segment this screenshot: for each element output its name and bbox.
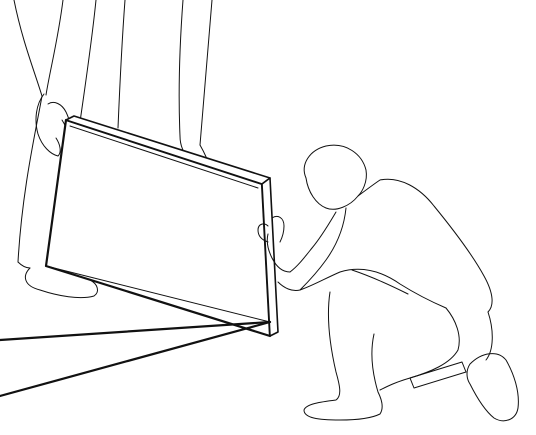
- kneeling-person-torso: [300, 269, 446, 308]
- kneeling-person-head: [304, 145, 366, 209]
- kneeling-person-back: [358, 179, 492, 312]
- standing-person-garment-left: [14, 0, 42, 262]
- kneeling-person: [258, 145, 518, 421]
- standing-person-garment-mid: [46, 0, 63, 95]
- kneeling-person-front-leg: [304, 292, 382, 420]
- standing-person-garment-right: [179, 0, 212, 145]
- kneeling-person-knee: [410, 362, 466, 388]
- standing-person-garment-inner: [80, 0, 125, 128]
- projection-line-upper: [0, 322, 270, 340]
- kneeling-person-rear-foot: [467, 354, 518, 421]
- standing-person-garment-hem: [18, 262, 30, 268]
- projection-line-lower: [0, 322, 270, 396]
- kneeling-person-arm: [290, 208, 346, 290]
- tv-panel: [46, 116, 278, 336]
- kneeling-person-rear-leg: [380, 308, 492, 390]
- tv-panel-face: [46, 120, 270, 336]
